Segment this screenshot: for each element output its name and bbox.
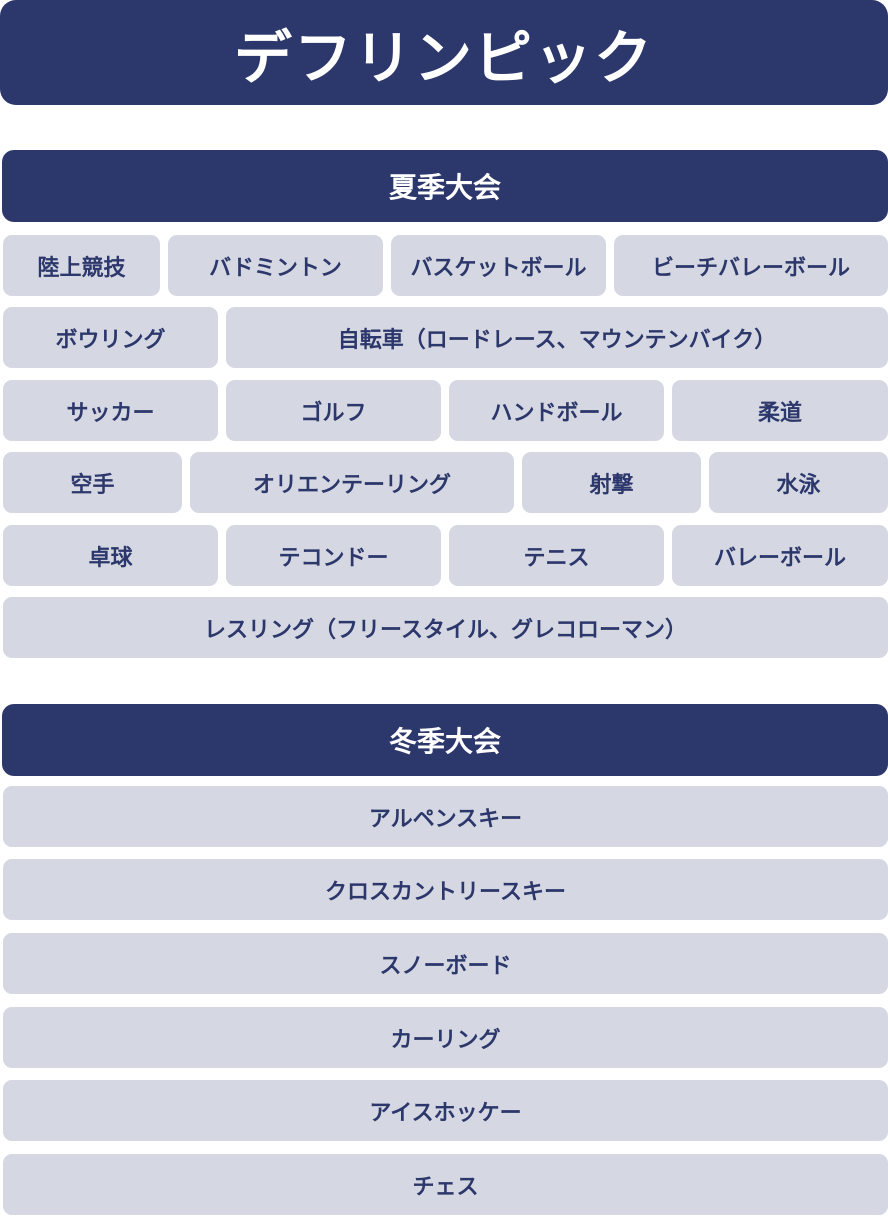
winter-header: 冬季大会 bbox=[2, 704, 888, 776]
sport-athletics: 陸上競技 bbox=[3, 235, 160, 296]
summer-row-5: 卓球 テコンドー テニス バレーボール bbox=[3, 525, 888, 586]
summer-header: 夏季大会 bbox=[2, 150, 888, 222]
summer-row-3: サッカー ゴルフ ハンドボール 柔道 bbox=[3, 380, 888, 441]
summer-row-1: 陸上競技 バドミントン バスケットボール ビーチバレーボール bbox=[3, 235, 888, 296]
sport-curling: カーリング bbox=[3, 1007, 888, 1068]
sport-swimming: 水泳 bbox=[709, 452, 888, 513]
sport-football: サッカー bbox=[3, 380, 218, 441]
sport-volleyball: バレーボール bbox=[672, 525, 888, 586]
sport-tennis: テニス bbox=[449, 525, 664, 586]
sport-golf: ゴルフ bbox=[226, 380, 441, 441]
sport-orienteering: オリエンテーリング bbox=[190, 452, 514, 513]
sport-taekwondo: テコンドー bbox=[226, 525, 441, 586]
summer-row-6: レスリング（フリースタイル、グレコローマン） bbox=[3, 597, 888, 658]
sport-badminton: バドミントン bbox=[168, 235, 383, 296]
summer-header-label: 夏季大会 bbox=[388, 171, 501, 204]
sport-table-tennis: 卓球 bbox=[3, 525, 218, 586]
sport-chess: チェス bbox=[3, 1154, 888, 1215]
sport-beach-volleyball: ビーチバレーボール bbox=[614, 235, 888, 296]
sport-bowling: ボウリング bbox=[3, 307, 218, 368]
sport-handball: ハンドボール bbox=[449, 380, 664, 441]
title-banner: デフリンピック bbox=[0, 0, 888, 105]
sport-snowboard: スノーボード bbox=[3, 933, 888, 994]
sport-judo: 柔道 bbox=[672, 380, 888, 441]
summer-row-4: 空手 オリエンテーリング 射撃 水泳 bbox=[3, 452, 888, 513]
summer-row-2: ボウリング 自転車（ロードレース、マウンテンバイク） bbox=[3, 307, 888, 368]
sport-alpine-skiing: アルペンスキー bbox=[3, 786, 888, 847]
sport-ice-hockey: アイスホッケー bbox=[3, 1080, 888, 1141]
page-title: デフリンピック bbox=[233, 23, 654, 92]
sport-wrestling: レスリング（フリースタイル、グレコローマン） bbox=[3, 597, 888, 658]
sport-karate: 空手 bbox=[3, 452, 182, 513]
winter-header-label: 冬季大会 bbox=[388, 725, 501, 758]
sport-shooting: 射撃 bbox=[522, 452, 701, 513]
sport-cycling: 自転車（ロードレース、マウンテンバイク） bbox=[226, 307, 888, 368]
sport-basketball: バスケットボール bbox=[391, 235, 606, 296]
sport-cross-country-skiing: クロスカントリースキー bbox=[3, 859, 888, 920]
